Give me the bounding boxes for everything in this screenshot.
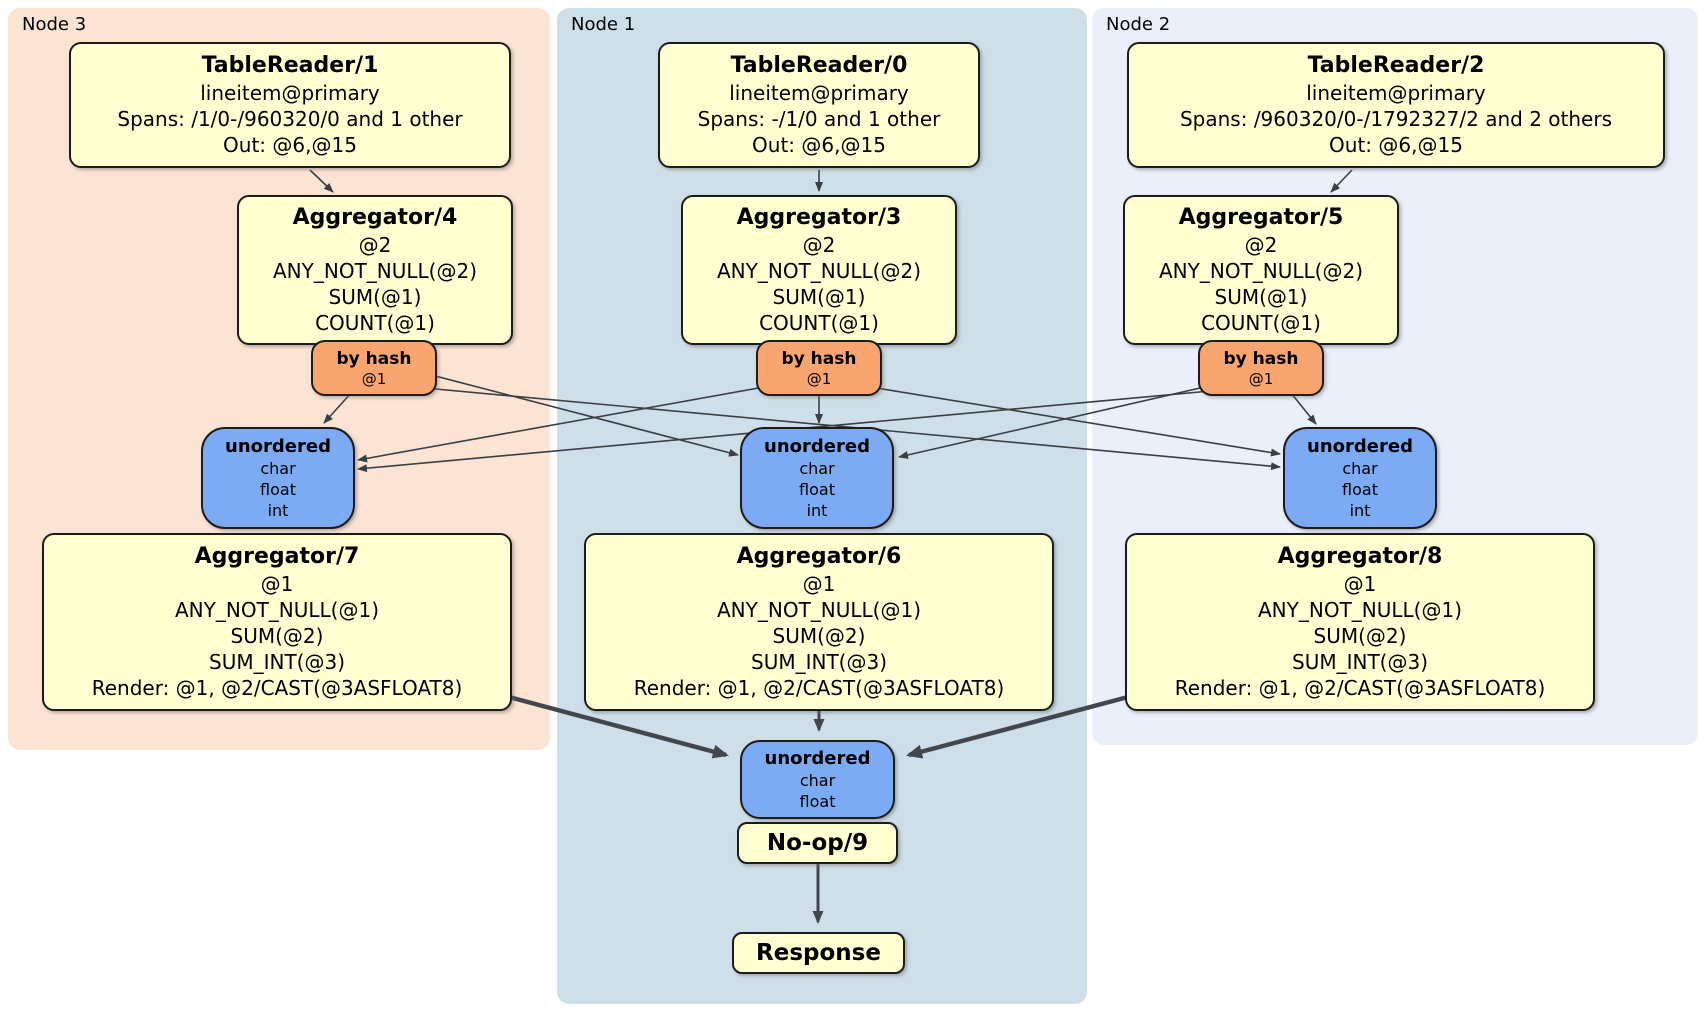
sync-detail: float xyxy=(1342,480,1378,499)
operator-detail: SUM_INT(@3) xyxy=(751,650,887,674)
hash-router-center: by hash @1 xyxy=(756,340,882,396)
sync-detail: float xyxy=(799,792,836,811)
operator-detail: Out: @6,@15 xyxy=(1329,133,1463,157)
noop-9-box: No-op/9 xyxy=(737,822,898,864)
aggregator-3-box: Aggregator/3 @2 ANY_NOT_NULL(@2) SUM(@1)… xyxy=(681,195,957,345)
operator-detail: @1 xyxy=(260,572,294,596)
operator-title: TableReader/2 xyxy=(1307,53,1485,78)
operator-title: No-op/9 xyxy=(766,830,869,856)
sync-detail: int xyxy=(267,501,289,520)
operator-detail: SUM_INT(@3) xyxy=(1292,650,1428,674)
operator-detail: ANY_NOT_NULL(@1) xyxy=(717,598,921,622)
aggregator-8-box: Aggregator/8 @1 ANY_NOT_NULL(@1) SUM(@2)… xyxy=(1125,533,1595,711)
sync-detail: int xyxy=(1349,501,1371,520)
operator-detail: SUM_INT(@3) xyxy=(209,650,345,674)
aggregator-5-box: Aggregator/5 @2 ANY_NOT_NULL(@2) SUM(@1)… xyxy=(1123,195,1399,345)
operator-detail: Out: @6,@15 xyxy=(752,133,886,157)
operator-title: Aggregator/7 xyxy=(194,544,360,569)
response-box: Response xyxy=(732,932,905,974)
hash-router-right: by hash @1 xyxy=(1198,340,1324,396)
operator-title: TableReader/0 xyxy=(730,53,908,78)
sync-detail: char xyxy=(1342,459,1378,478)
operator-title: Response xyxy=(756,940,881,966)
operator-detail: Render: @1, @2/CAST(@3ASFLOAT8) xyxy=(91,676,463,700)
sync-detail: int xyxy=(806,501,828,520)
operator-detail: Spans: /960320/0-/1792327/2 and 2 others xyxy=(1179,107,1612,131)
operator-detail: @2 xyxy=(358,233,392,257)
sync-title: unordered xyxy=(764,748,871,769)
tablereader-0-box: TableReader/0 lineitem@primary Spans: -/… xyxy=(658,42,980,168)
sync-title: unordered xyxy=(225,436,331,457)
operator-title: Aggregator/6 xyxy=(736,544,902,569)
unordered-sync-center: unordered char float int xyxy=(740,427,894,529)
sync-detail: float xyxy=(799,480,835,499)
hash-router-left: by hash @1 xyxy=(311,340,437,396)
router-title: by hash xyxy=(1223,348,1299,369)
router-detail: @1 xyxy=(806,369,832,388)
sync-title: unordered xyxy=(1307,436,1413,457)
operator-detail: SUM(@2) xyxy=(1313,624,1407,648)
operator-detail: SUM(@2) xyxy=(230,624,324,648)
operator-detail: SUM(@2) xyxy=(772,624,866,648)
operator-detail: lineitem@primary xyxy=(200,81,380,105)
sync-detail: char xyxy=(799,771,836,790)
router-detail: @1 xyxy=(361,369,387,388)
router-detail: @1 xyxy=(1248,369,1274,388)
operator-detail: Spans: -/1/0 and 1 other xyxy=(697,107,941,131)
tablereader-2-box: TableReader/2 lineitem@primary Spans: /9… xyxy=(1127,42,1665,168)
operator-detail: lineitem@primary xyxy=(729,81,909,105)
unordered-sync-right: unordered char float int xyxy=(1283,427,1437,529)
operator-detail: Spans: /1/0-/960320/0 and 1 other xyxy=(117,107,463,131)
operator-detail: @1 xyxy=(1343,572,1377,596)
operator-detail: SUM(@1) xyxy=(1214,285,1308,309)
operator-detail: @2 xyxy=(802,233,836,257)
operator-title: Aggregator/8 xyxy=(1277,544,1443,569)
sync-detail: float xyxy=(260,480,296,499)
aggregator-6-box: Aggregator/6 @1 ANY_NOT_NULL(@1) SUM(@2)… xyxy=(584,533,1054,711)
operator-detail: SUM(@1) xyxy=(328,285,422,309)
aggregator-7-box: Aggregator/7 @1 ANY_NOT_NULL(@1) SUM(@2)… xyxy=(42,533,512,711)
operator-detail: Render: @1, @2/CAST(@3ASFLOAT8) xyxy=(633,676,1005,700)
operator-detail: ANY_NOT_NULL(@1) xyxy=(1258,598,1462,622)
router-title: by hash xyxy=(781,348,857,369)
node3-label: Node 3 xyxy=(22,14,87,35)
operator-detail: ANY_NOT_NULL(@2) xyxy=(717,259,921,283)
operator-title: Aggregator/3 xyxy=(736,205,902,230)
sync-detail: char xyxy=(260,459,296,478)
router-title: by hash xyxy=(336,348,412,369)
operator-detail: COUNT(@1) xyxy=(1201,311,1321,335)
operator-detail: COUNT(@1) xyxy=(759,311,879,335)
operator-detail: ANY_NOT_NULL(@2) xyxy=(273,259,477,283)
sync-title: unordered xyxy=(764,436,870,457)
aggregator-4-box: Aggregator/4 @2 ANY_NOT_NULL(@2) SUM(@1)… xyxy=(237,195,513,345)
operator-detail: COUNT(@1) xyxy=(315,311,435,335)
operator-detail: Render: @1, @2/CAST(@3ASFLOAT8) xyxy=(1174,676,1546,700)
unordered-sync-final: unordered char float xyxy=(740,740,895,819)
operator-title: TableReader/1 xyxy=(201,53,379,78)
operator-title: Aggregator/4 xyxy=(292,205,458,230)
operator-detail: @2 xyxy=(1244,233,1278,257)
operator-detail: ANY_NOT_NULL(@1) xyxy=(175,598,379,622)
operator-detail: @1 xyxy=(802,572,836,596)
unordered-sync-left: unordered char float int xyxy=(201,427,355,529)
operator-detail: lineitem@primary xyxy=(1306,81,1486,105)
node2-label: Node 2 xyxy=(1106,14,1171,35)
sync-detail: char xyxy=(799,459,835,478)
tablereader-1-box: TableReader/1 lineitem@primary Spans: /1… xyxy=(69,42,511,168)
node1-label: Node 1 xyxy=(571,14,636,35)
operator-title: Aggregator/5 xyxy=(1178,205,1344,230)
operator-detail: ANY_NOT_NULL(@2) xyxy=(1159,259,1363,283)
operator-detail: SUM(@1) xyxy=(772,285,866,309)
operator-detail: Out: @6,@15 xyxy=(223,133,357,157)
